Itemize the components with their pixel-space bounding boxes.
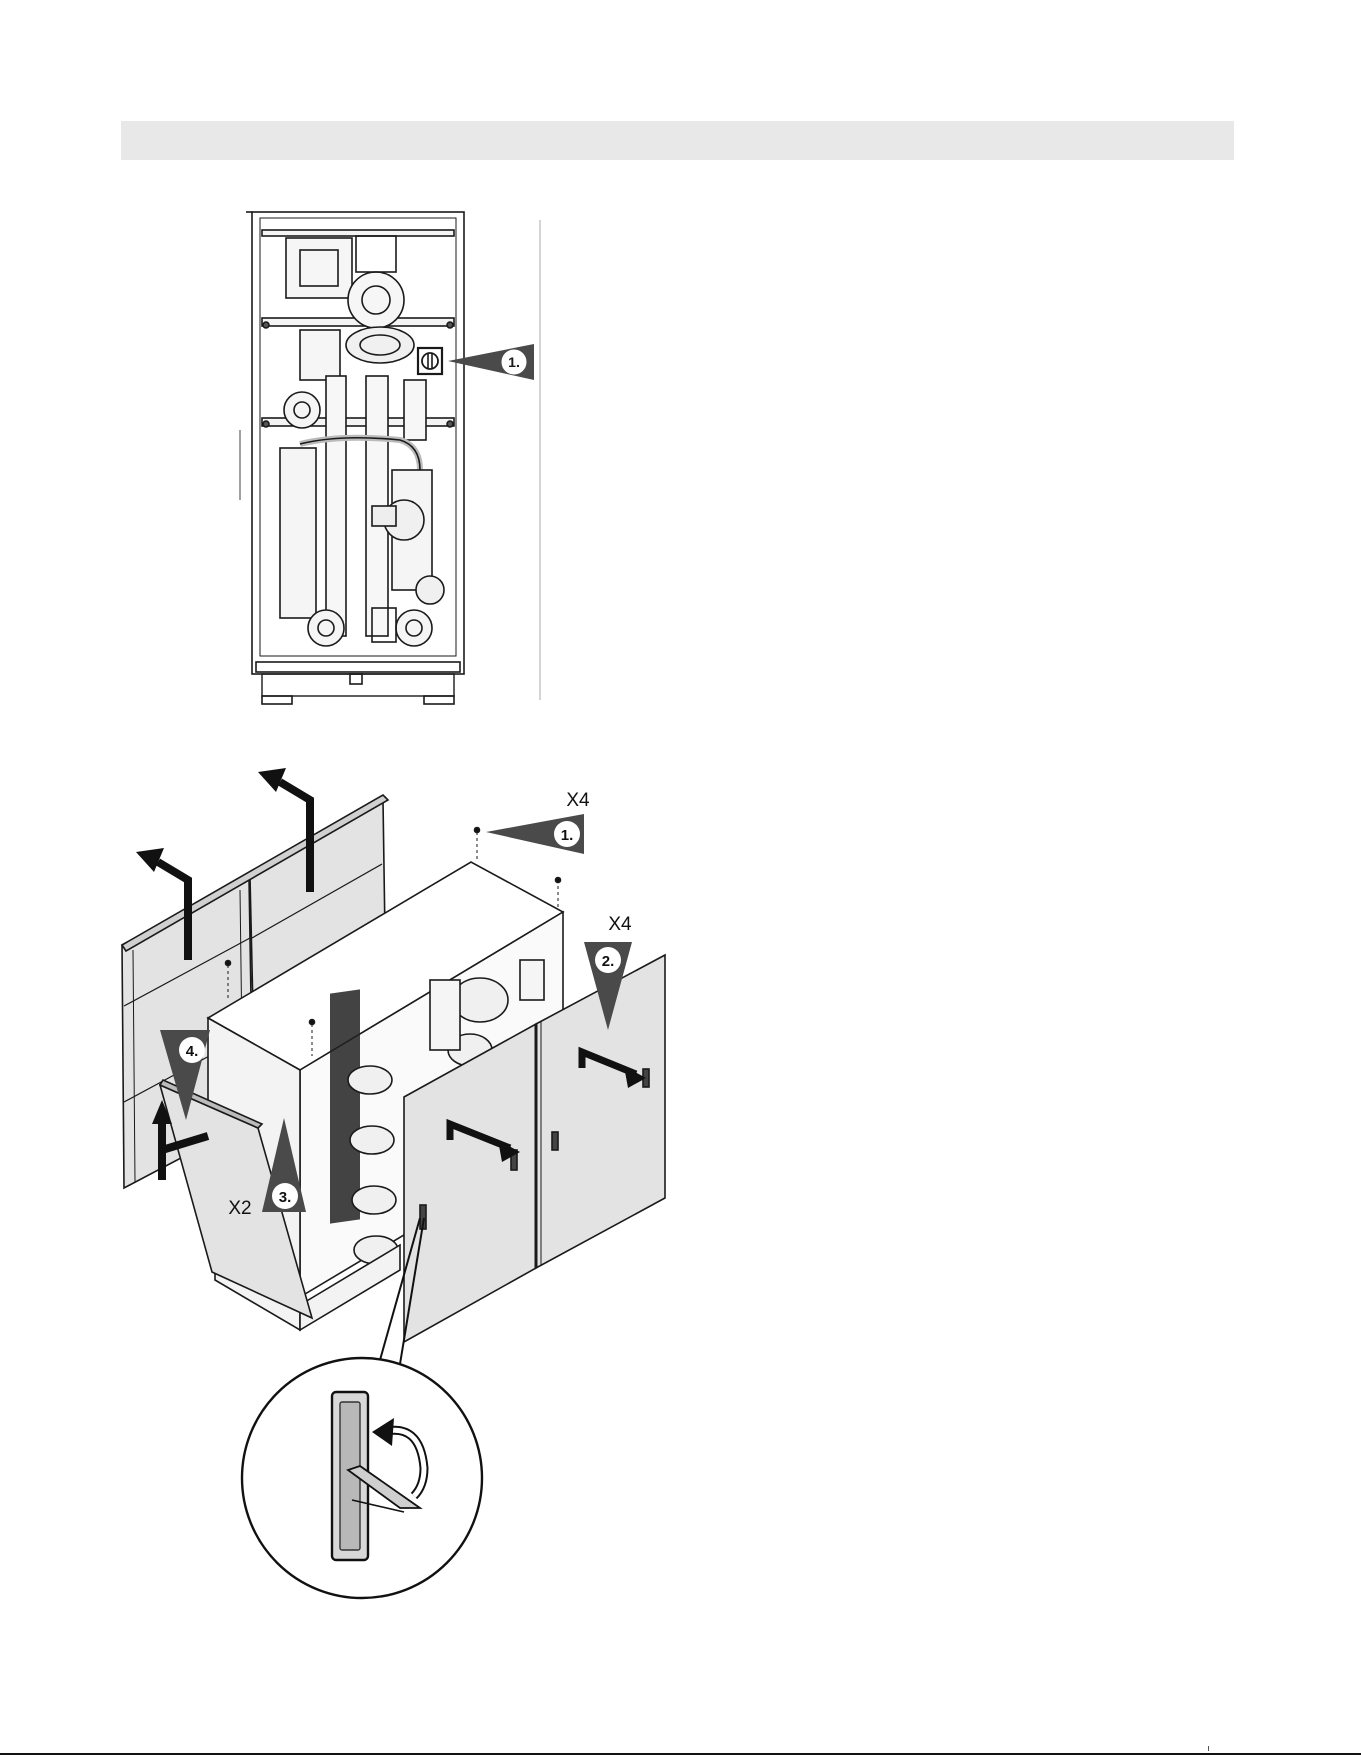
callout-1-bottom: X4 1. [486,790,590,854]
handle-detail-circle [242,1358,482,1598]
callout-label: 3. [279,1189,292,1206]
footer-tick [1208,1746,1209,1751]
callout-label: 4. [186,1043,199,1060]
callout-qty: X4 [566,790,590,811]
callout-1-top: 1. [448,344,534,380]
footer-rule [0,1753,1361,1755]
callout-label: 1. [561,827,574,844]
callout-label: 1. [508,354,520,370]
callout-qty: X2 [228,1198,251,1219]
front-view-figure [240,212,540,704]
callout-label: 2. [602,953,615,970]
callout-qty: X4 [608,914,632,935]
